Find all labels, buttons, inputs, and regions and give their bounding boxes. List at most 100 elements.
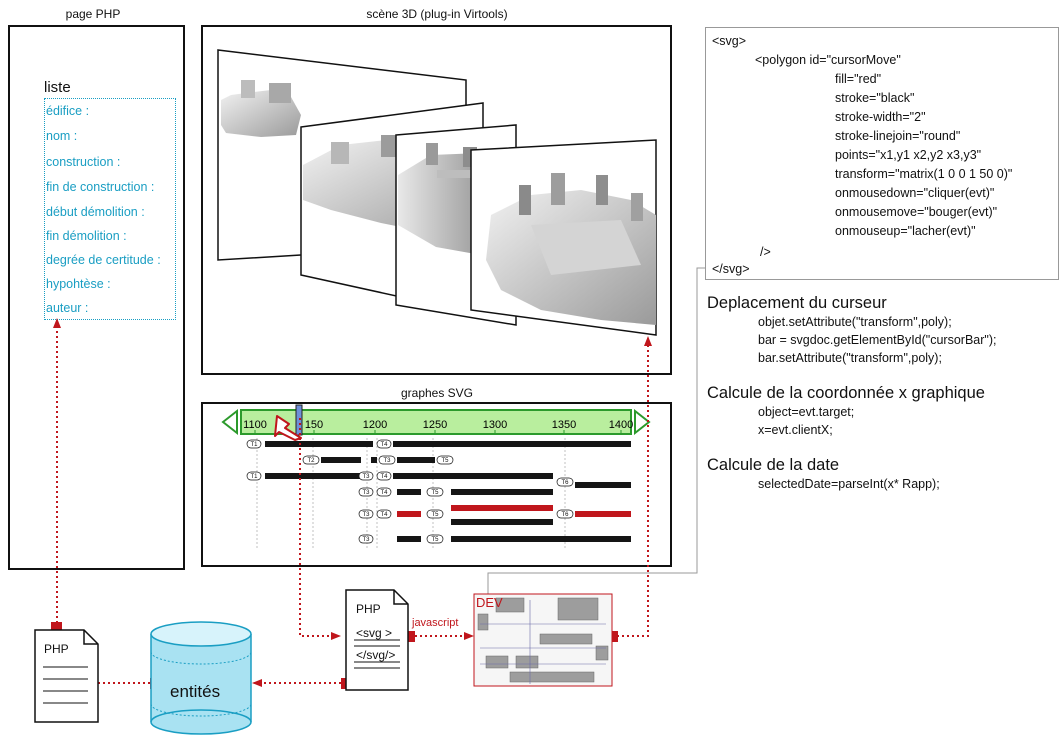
- field-construction: construction :: [46, 155, 121, 169]
- tick-1150: 150: [305, 419, 323, 431]
- bar-row-3b: [393, 473, 553, 479]
- field-edifice: édifice :: [46, 104, 90, 118]
- scene-pane-4: [470, 139, 657, 336]
- code-line-8: transform="matrix(1 0 0 1 50 0)": [835, 167, 1013, 181]
- tag-row2-t2: T2: [302, 455, 320, 465]
- code-line-12: />: [760, 245, 771, 259]
- dev-to-scene-arrow: [612, 340, 649, 637]
- field-fin-demolition: fin démolition :: [46, 229, 127, 243]
- section-cursor-title: Deplacement du curseur: [707, 294, 887, 312]
- svg-text:T6: T6: [561, 480, 569, 486]
- code-line-11: onmouseup="lacher(evt)": [835, 224, 976, 238]
- javascript-label: javascript: [412, 617, 459, 629]
- php-svg-doc-label: PHP: [356, 602, 381, 616]
- database-icon: [150, 621, 252, 735]
- bar-row-5d: [575, 511, 631, 517]
- svg-open-label: <svg >: [356, 626, 393, 640]
- svg-text:T6: T6: [561, 512, 569, 518]
- scroll-left-arrow[interactable]: [221, 408, 238, 436]
- bar-row-2a: [321, 457, 361, 463]
- cursor-to-php-svg-arrow: [299, 418, 337, 637]
- tag-row1-t4: T4: [376, 439, 392, 449]
- field-debut-demolition: début démolition :: [46, 205, 145, 219]
- svg-text:T5: T5: [431, 537, 439, 543]
- code-line-5: stroke-width="2": [835, 110, 926, 124]
- tag-row5-t5: T5: [426, 509, 444, 519]
- code-line-9: onmousedown="cliquer(evt)": [835, 186, 995, 200]
- tag-row2-t3: T3: [378, 455, 396, 465]
- tag-row2-t5: T5: [436, 455, 454, 465]
- svg-text:T3: T3: [362, 474, 370, 480]
- code-line-7: points="x1,y1 x2,y2 x3,y3": [835, 148, 982, 162]
- cursor-move-arrow[interactable]: [274, 415, 302, 441]
- scene-3d-illustration: [217, 49, 657, 336]
- database-label: entités: [170, 682, 221, 701]
- tag-row3-t3: T3: [358, 471, 374, 481]
- svg-text:T3: T3: [362, 490, 370, 496]
- bar-row-1b: [393, 441, 631, 447]
- tag-row5-t6: T6: [556, 509, 574, 519]
- code-line-4: stroke="black": [835, 91, 915, 105]
- svg-text:T5: T5: [431, 490, 439, 496]
- svg-close-label: </svg/>: [356, 648, 396, 662]
- tag-row3-t4: T4: [376, 471, 392, 481]
- svg-text:T3: T3: [362, 512, 370, 518]
- tag-row4-t5: T5: [426, 487, 444, 497]
- section-date-title: Calcule de la date: [707, 456, 840, 474]
- timeline-graph: 1100 150 1200 1250 1300 1350 1400: [221, 404, 651, 550]
- liste-title: liste: [44, 79, 71, 96]
- svg-text:T3: T3: [362, 537, 370, 543]
- section-coord-line-1: object=evt.target;: [758, 405, 855, 419]
- svg-text:T3: T3: [383, 458, 391, 464]
- code-line-1: <svg>: [712, 34, 747, 48]
- scroll-right-arrow[interactable]: [634, 408, 651, 436]
- tag-row5-t4: T4: [376, 509, 392, 519]
- section-coord-line-2: x=evt.clientX;: [758, 423, 833, 437]
- section-cursor-line-1: objet.setAttribute("transform",poly);: [758, 315, 952, 329]
- bar-row-5b: [451, 505, 553, 511]
- section-cursor-line-2: bar = svgdoc.getElementById("cursorBar")…: [758, 333, 997, 347]
- bar-row-2c: [397, 457, 435, 463]
- code-line-3: fill="red": [835, 72, 882, 86]
- svg-text:T5: T5: [431, 512, 439, 518]
- svg-text:T1: T1: [250, 474, 258, 480]
- tick-1200: 1200: [363, 419, 387, 431]
- code-to-dev-line: [487, 267, 705, 594]
- dev-label: DEV: [476, 595, 503, 610]
- graph-panel-title: graphes SVG: [400, 386, 474, 400]
- field-nom: nom :: [46, 129, 78, 143]
- bar-row-1a: [265, 441, 373, 447]
- code-line-13: </svg>: [712, 262, 750, 276]
- tag-row6-t3: T3: [358, 534, 374, 544]
- bar-row-3c: [575, 482, 631, 488]
- svg-text:T1: T1: [250, 442, 258, 448]
- liste-box: [44, 98, 176, 320]
- svg-text:T4: T4: [380, 512, 388, 518]
- code-line-10: onmousemove="bouger(evt)": [835, 205, 998, 219]
- php-svg-document-icon: [345, 589, 409, 691]
- bar-row-5c: [451, 519, 553, 525]
- tick-1400: 1400: [609, 419, 633, 431]
- field-auteur: auteur :: [46, 301, 89, 315]
- tag-row4-t3: T3: [358, 487, 374, 497]
- scene-panel-title: scène 3D (plug-in Virtools): [366, 7, 508, 21]
- field-degree-certitude: degrée de certitude :: [46, 253, 161, 267]
- timeline-scale-bar[interactable]: [240, 409, 632, 435]
- php-panel-title: page PHP: [65, 7, 121, 21]
- svg-text:T4: T4: [380, 490, 388, 496]
- code-line-2: <polygon id="cursorMove": [755, 53, 901, 67]
- bar-row-4b: [451, 489, 553, 495]
- dev-screenshot: [473, 593, 613, 687]
- tag-row5-t3: T3: [358, 509, 374, 519]
- svg-text:T5: T5: [441, 458, 449, 464]
- bar-row-2b: [371, 457, 377, 463]
- bar-row-3a: [265, 473, 365, 479]
- bar-row-6b: [451, 536, 631, 542]
- section-coord-title: Calcule de la coordonnée x graphique: [707, 384, 985, 402]
- svg-text:T2: T2: [307, 458, 315, 464]
- tag-row4-t4: T4: [376, 487, 392, 497]
- bar-row-6a: [397, 536, 421, 542]
- bar-row-5a: [397, 511, 421, 517]
- field-hypothese: hypohtèse :: [46, 277, 111, 291]
